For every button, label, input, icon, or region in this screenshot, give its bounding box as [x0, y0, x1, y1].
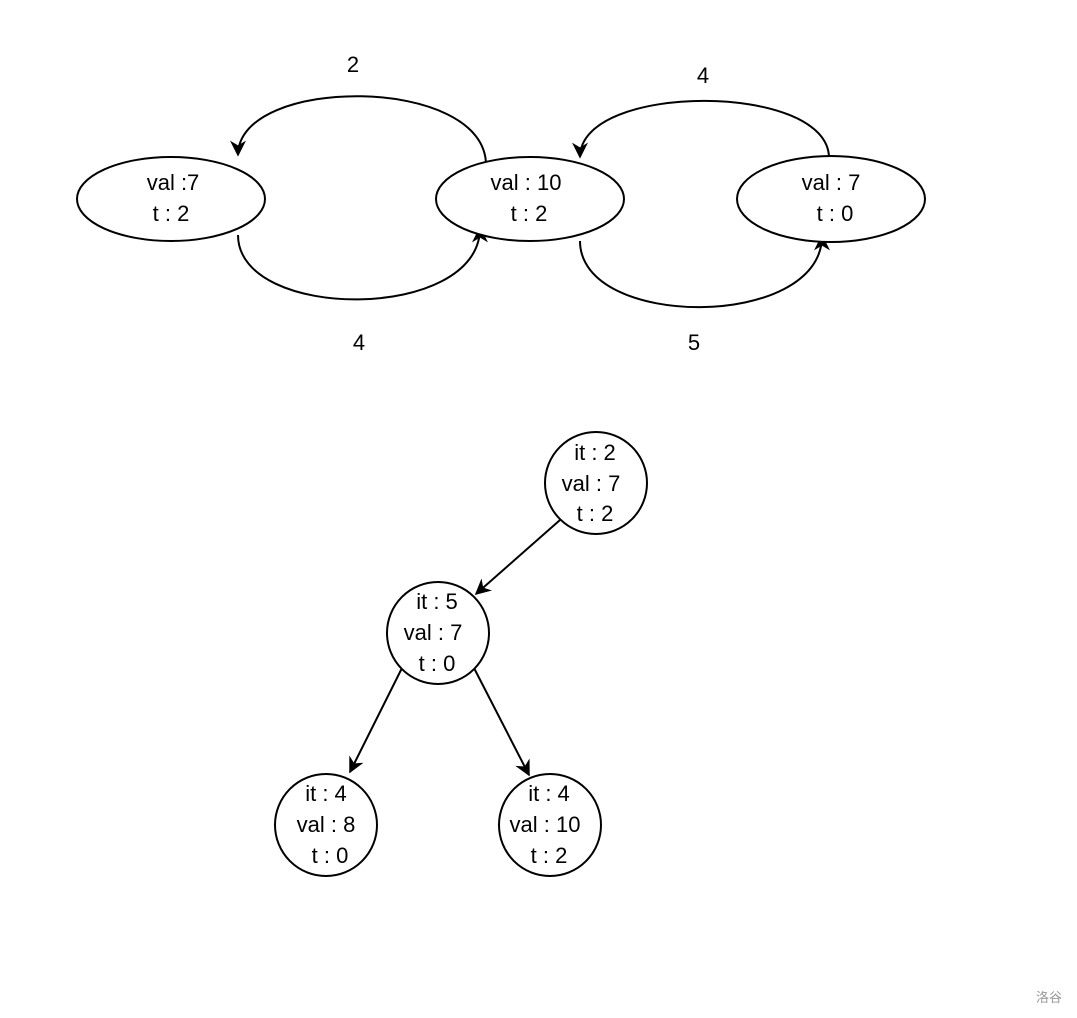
node-text: t : 2 — [153, 201, 190, 226]
edge-label: 4 — [697, 63, 709, 88]
node-text: t : 2 — [577, 501, 614, 526]
tree-node: it : 2 val : 7 t : 2 — [544, 431, 648, 535]
edge-label: 4 — [353, 330, 365, 355]
edge-label: 5 — [688, 330, 700, 355]
graph-node: val : 7 t : 0 — [736, 155, 926, 243]
edge-n2-n3 — [579, 234, 830, 309]
node-text: val : 10 — [491, 170, 562, 195]
node-text: it : 2 — [574, 440, 616, 465]
edge-label: 2 — [347, 52, 359, 77]
graph-node: val : 10 t : 2 — [435, 156, 625, 242]
tree-edge-b-d — [473, 667, 530, 777]
tree-node: it : 4 val : 8 t : 0 — [274, 773, 378, 877]
node-text: val : 10 — [510, 812, 581, 837]
node-text: val : 7 — [562, 471, 621, 496]
node-text: val :7 — [147, 170, 200, 195]
tree-node: it : 4 val : 10 t : 2 — [498, 773, 602, 877]
node-text: t : 2 — [531, 843, 568, 868]
node-text: it : 4 — [305, 781, 347, 806]
node-text: t : 0 — [817, 201, 854, 226]
node-text: val : 7 — [404, 620, 463, 645]
tree-edge-b-c — [349, 667, 403, 774]
node-text: val : 8 — [297, 812, 356, 837]
node-text: val : 7 — [802, 170, 861, 195]
edge-n1-n2 — [237, 226, 488, 301]
node-text: t : 2 — [511, 201, 548, 226]
edge-n2-n1 — [230, 95, 487, 166]
node-text: it : 4 — [528, 781, 570, 806]
node-text: it : 5 — [416, 589, 458, 614]
watermark: 洛谷 — [1035, 991, 1062, 1006]
tree-node: it : 5 val : 7 t : 0 — [386, 581, 490, 685]
tree-edge-a-b — [474, 519, 561, 596]
graph-node: val :7 t : 2 — [76, 156, 266, 242]
node-text: t : 0 — [419, 651, 456, 676]
node-text: t : 0 — [312, 843, 349, 868]
edge-n3-n2 — [572, 99, 830, 159]
